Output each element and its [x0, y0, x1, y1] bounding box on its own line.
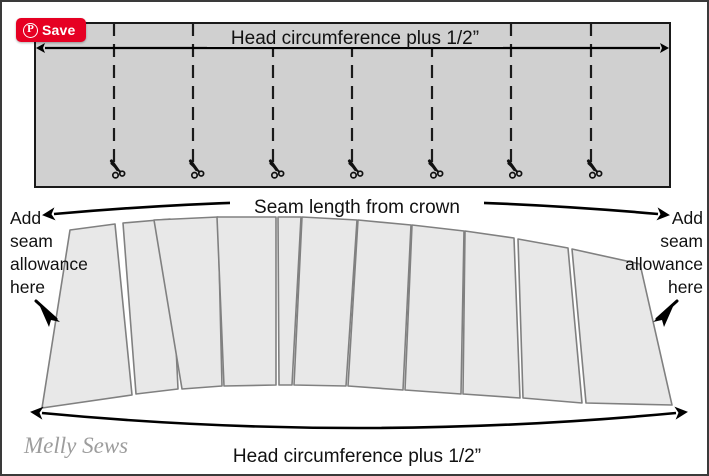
- bottom-measurement-label: Head circumference plus 1/2”: [233, 446, 481, 467]
- scissors-icon: [586, 159, 603, 179]
- fan-panel: [462, 230, 521, 399]
- melly-sews-watermark: Melly Sews: [23, 433, 128, 458]
- right-annotation-arrow-shaft: [655, 299, 679, 321]
- left-annotation-line-2: seam: [10, 231, 53, 251]
- left-annotation-line-4: here: [10, 277, 45, 297]
- fan-panel: [216, 216, 277, 387]
- pinterest-logo-letter: P: [27, 23, 34, 36]
- left-annotation-line-1: Add: [10, 208, 41, 228]
- fan-panel: [404, 224, 465, 395]
- right-annotation-line-2: seam: [660, 231, 703, 251]
- right-seam-allowance-annotation: Add seam allowance here: [625, 208, 703, 327]
- scissors-icon: [506, 159, 523, 179]
- top-label-backing: [207, 24, 503, 47]
- right-annotation-line-4: here: [668, 277, 703, 297]
- fan-panel: [293, 216, 358, 387]
- scissors-icon: [347, 159, 364, 179]
- left-seam-allowance-annotation: Add seam allowance here: [10, 208, 88, 327]
- scissors-icon: [109, 159, 126, 179]
- fan-panel: [517, 238, 583, 404]
- fan-panel: [347, 219, 412, 391]
- fan-panel: [571, 248, 673, 406]
- scissors-icon: [188, 159, 205, 179]
- head-circumference-arc-arrow: [30, 406, 688, 430]
- top-measurement-label: Head circumference plus 1/2”: [231, 28, 479, 49]
- fan-panels-group: [41, 216, 673, 409]
- right-annotation-line-1: Add: [672, 208, 703, 228]
- scissors-icon: [427, 159, 444, 179]
- top-rectangle-group: Head circumference plus 1/2”: [34, 22, 671, 188]
- fan-panel: [41, 223, 133, 409]
- right-annotation-line-3: allowance: [625, 254, 703, 274]
- scissors-icon: [268, 159, 285, 179]
- pinterest-save-button[interactable]: P Save: [16, 18, 86, 42]
- pinterest-logo-icon: P: [23, 22, 38, 38]
- seam-length-label: Seam length from crown: [254, 197, 460, 218]
- pinterest-save-label: Save: [42, 22, 76, 38]
- seam-length-label-backing: [230, 193, 484, 216]
- left-annotation-arrow-shaft: [34, 299, 58, 321]
- scissors-group: [109, 159, 603, 179]
- left-annotation-line-3: allowance: [10, 254, 88, 274]
